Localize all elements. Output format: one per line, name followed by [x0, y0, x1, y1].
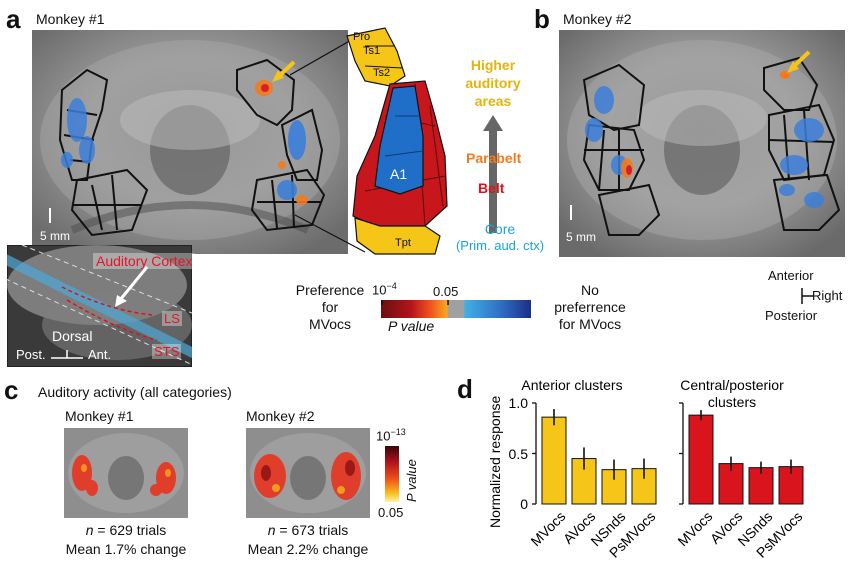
inset-dorsal: Dorsal	[52, 328, 93, 344]
legend-tick-mid: 0.05	[433, 284, 459, 299]
panel-c-title: Auditory activity (all categories)	[38, 384, 232, 400]
panel-b-title: Monkey #2	[563, 11, 632, 27]
c-mri-monkey1	[64, 428, 188, 518]
d-bar	[541, 416, 567, 505]
inset-sts: STS	[152, 344, 182, 359]
inset-sagittal	[7, 245, 192, 367]
panel-b-label: b	[534, 4, 550, 34]
orient-right: Right	[812, 288, 843, 303]
c-colorbar-bottom: 0.05	[378, 505, 404, 520]
mri-monkey2	[559, 30, 845, 257]
inset-post: Post.	[16, 347, 46, 362]
c-monkey1-n: n = 629 trials	[85, 522, 167, 538]
higher-auditory-areas: Higher auditory areas	[465, 57, 521, 109]
c-monkey1-mean: Mean 1.7% change	[65, 541, 187, 557]
d-bar	[748, 467, 774, 505]
legend-tick-low: 10−4	[372, 281, 397, 298]
panel-a-title: Monkey #1	[36, 11, 105, 27]
c-colorbar-label: P value	[404, 459, 419, 502]
d-category-label: MVocs	[674, 508, 715, 549]
d-bar	[688, 414, 714, 505]
orient-cross	[801, 288, 814, 304]
d-ytick-0: 0	[520, 496, 528, 512]
d-ytick-05: 0.5	[509, 446, 529, 462]
region-ts1: Ts1	[363, 45, 381, 57]
label-core-sub: (Prim. aud. ctx)	[455, 238, 545, 253]
label-belt: Belt	[478, 180, 505, 196]
orient-posterior: Posterior	[765, 308, 818, 323]
panel-a-label: a	[6, 4, 21, 34]
d-category-label: MVocs	[527, 508, 568, 549]
inset-ls: LS	[162, 311, 182, 326]
c-monkey1-title: Monkey #1	[65, 408, 134, 424]
c-colorbar-top: 10−13	[376, 427, 406, 444]
d-ytick-1: 1.0	[509, 395, 529, 411]
legend-colorbar	[381, 300, 531, 318]
region-a1: A1	[390, 166, 408, 182]
label-parabelt: Parabelt	[466, 150, 522, 166]
mri-monkey1	[32, 30, 348, 254]
c-monkey2-n: n = 673 trials	[267, 522, 349, 538]
d-title-anterior: Anterior clusters	[521, 377, 622, 393]
panel-c-label: c	[4, 375, 19, 405]
region-ts2: Ts2	[373, 67, 391, 79]
d-bar	[631, 468, 657, 505]
label-core: Core	[484, 221, 516, 237]
scale-text-b: 5 mm	[566, 230, 596, 244]
legend-preference: Preference for MVocs	[295, 282, 365, 332]
legend-no-preference: No preferrence for MVocs	[554, 282, 626, 332]
panel-d-chart: Normalized response Anterior clusters Ce…	[487, 377, 805, 561]
auditory-schematic	[346, 27, 448, 255]
inset-ant: Ant.	[88, 347, 112, 362]
region-tpt: Tpt	[395, 237, 411, 249]
c-monkey2-title: Monkey #2	[246, 408, 315, 424]
panel-d-label: d	[457, 374, 473, 404]
orient-anterior: Anterior	[768, 268, 814, 283]
d-title-central-2: clusters	[708, 394, 756, 410]
region-pro: Pro	[353, 31, 371, 43]
d-title-central-1: Central/posterior	[680, 377, 784, 393]
scale-text-a: 5 mm	[40, 229, 70, 243]
c-monkey2-mean: Mean 2.2% change	[247, 541, 369, 557]
inset-auditory-cortex: Auditory Cortex	[93, 253, 196, 269]
hierarchy-arrow	[483, 115, 503, 233]
c-mri-monkey2	[246, 428, 370, 518]
c-colorbar	[385, 446, 399, 502]
d-ylabel: Normalized response	[487, 396, 503, 528]
legend-pvalue: P value	[388, 318, 435, 334]
